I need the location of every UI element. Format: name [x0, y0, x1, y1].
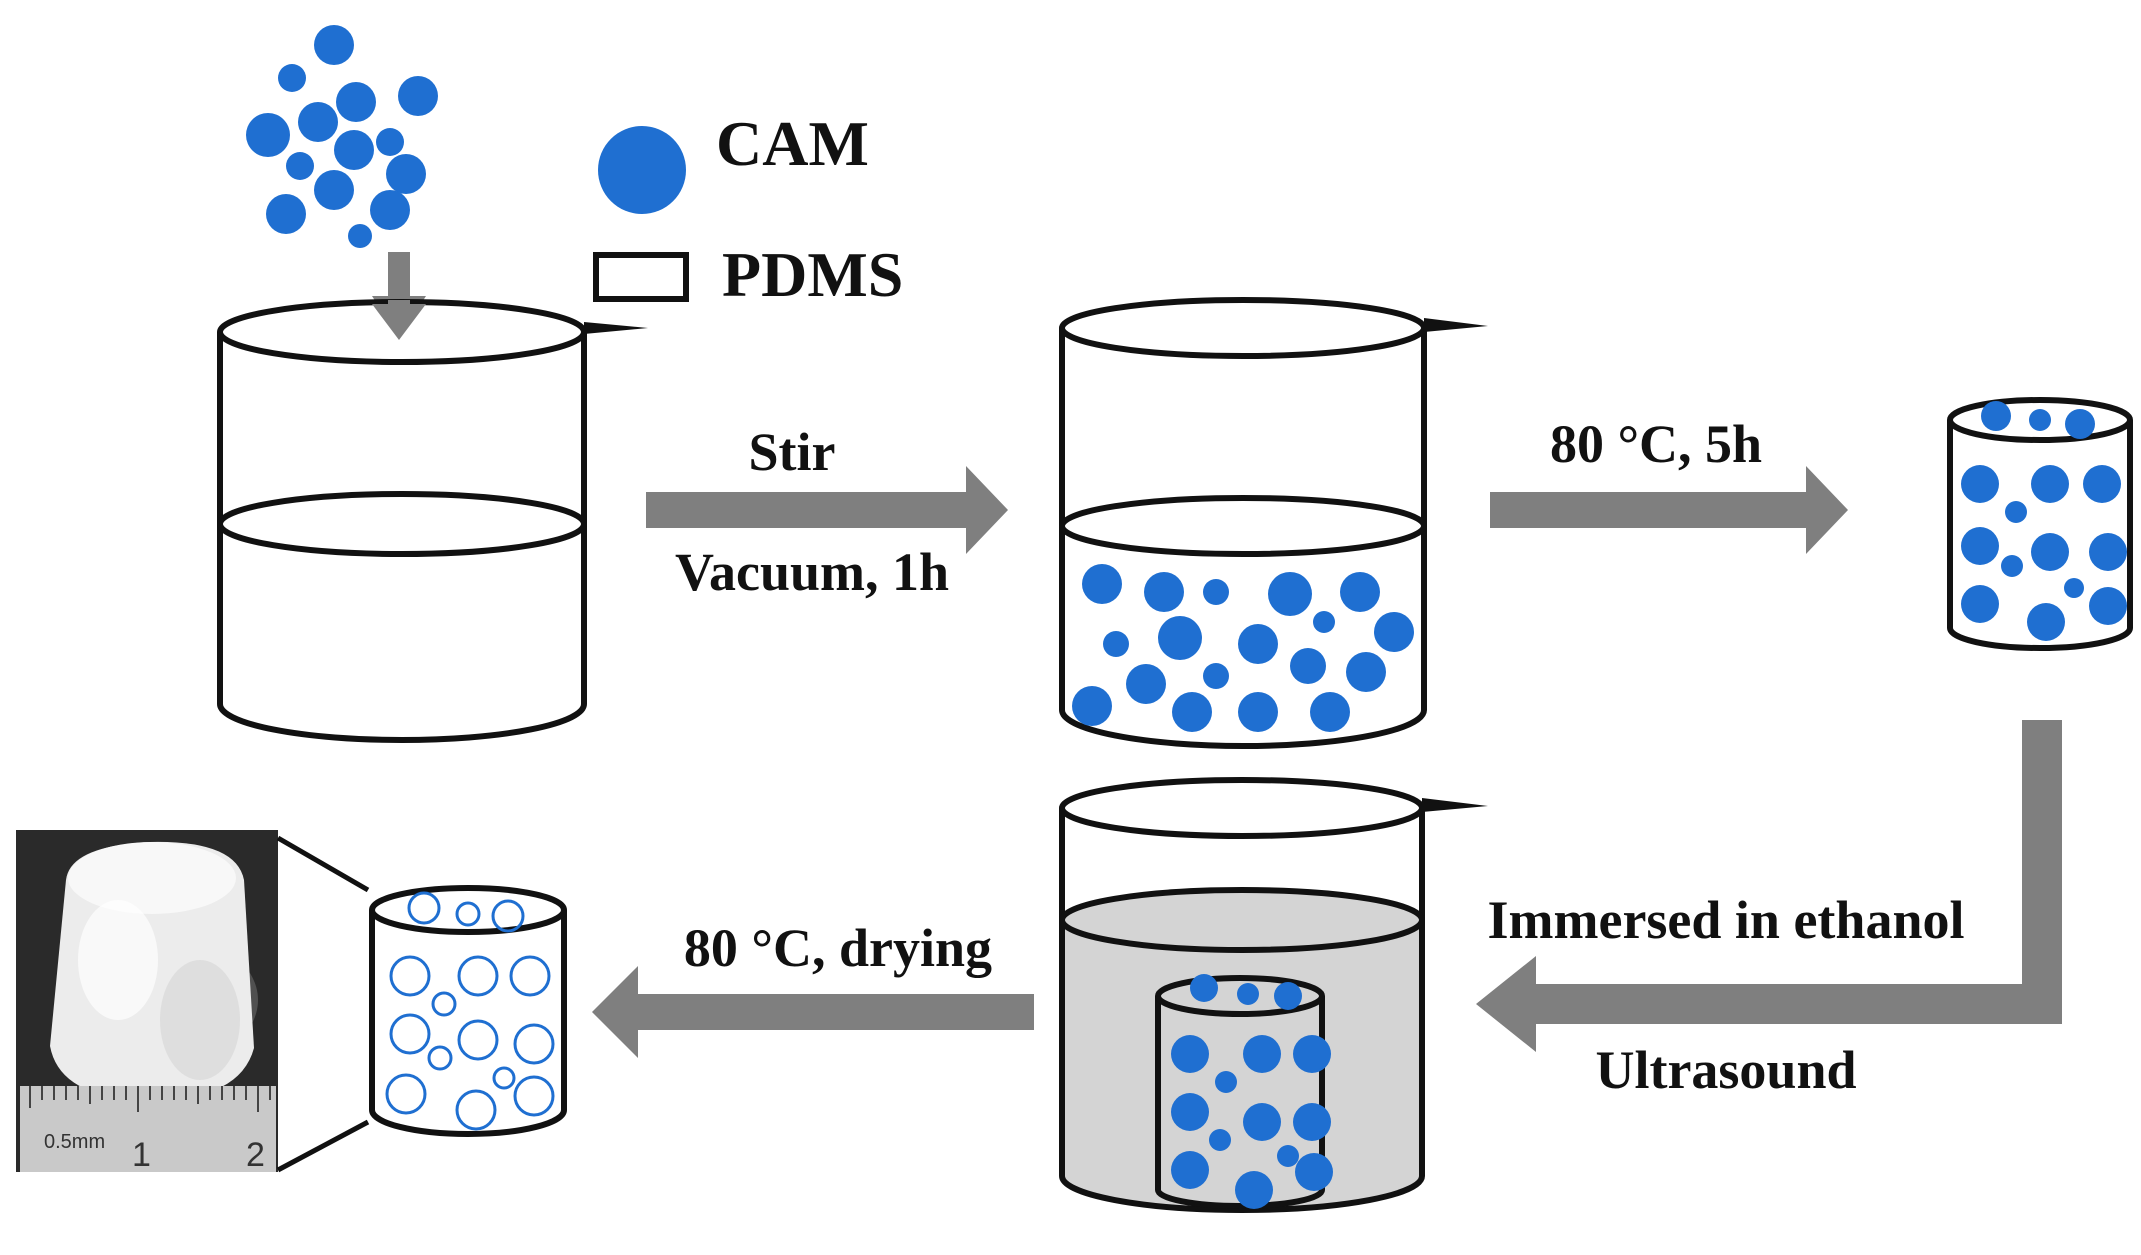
step-arrow-stir: Stir Vacuum, 1h	[646, 422, 1008, 602]
empty-pores	[385, 891, 555, 1131]
beaker-ethanol	[1059, 777, 1488, 1213]
ruler-unit-label: 0.5mm	[44, 1131, 105, 1153]
cured-sample	[1947, 397, 2133, 651]
legend-pdms-label: PDMS	[722, 239, 903, 310]
sponge-photo: 0.5mm 1 2	[16, 830, 278, 1174]
ruler-number-2: 2	[246, 1136, 265, 1174]
porous-sponge	[369, 885, 567, 1137]
step-label-stir: Stir	[749, 422, 836, 482]
step-label-drying: 80 °C, drying	[684, 918, 992, 978]
legend-cam-label: CAM	[716, 108, 869, 179]
beaker-mixed	[1059, 297, 1488, 749]
falling-cam-particles	[246, 25, 438, 248]
step-label-cure: 80 °C, 5h	[1550, 414, 1762, 474]
beaker-pdms	[217, 299, 648, 743]
step-label-immersed: Immersed in ethanol	[1488, 890, 1965, 950]
legend-cam-swatch	[598, 126, 686, 214]
right-arrow-icon	[646, 466, 1008, 554]
step-arrow-immerse: Immersed in ethanol Ultrasound	[1476, 720, 2062, 1100]
immersed-sample	[1155, 974, 1333, 1209]
step-label-vacuum: Vacuum, 1h	[675, 542, 949, 602]
photo-ruler	[20, 1086, 276, 1172]
legend: CAM PDMS	[593, 108, 903, 310]
ruler-ticks	[29, 1086, 271, 1112]
step-label-ultrasound: Ultrasound	[1595, 1040, 1856, 1100]
ruler-number-1: 1	[132, 1136, 151, 1174]
legend-pdms-swatch	[593, 252, 689, 302]
elbow-arrow-icon	[1476, 720, 2062, 1052]
sample-cam-particles	[1961, 401, 2127, 641]
step-arrow-cure: 80 °C, 5h	[1490, 414, 1848, 554]
inset-connector-lines	[276, 835, 370, 1173]
right-arrow-icon	[1490, 466, 1848, 554]
step-arrow-drying: 80 °C, drying	[592, 918, 1034, 1058]
mixed-cam-particles	[1072, 564, 1414, 732]
left-arrow-icon	[592, 966, 1034, 1058]
drop-arrow-overlay-icon	[372, 300, 426, 340]
